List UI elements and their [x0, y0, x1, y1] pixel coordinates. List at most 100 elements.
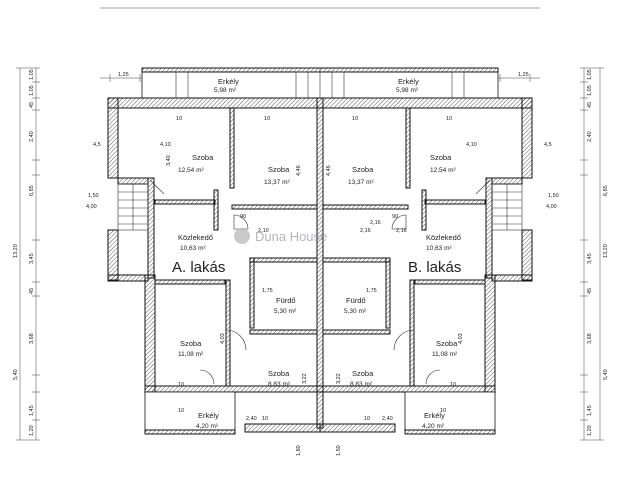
rooms-a: Erkély 5,98 m² Szoba 12,54 m² Szoba 13,3… — [178, 77, 297, 430]
room-name: Szoba — [268, 165, 290, 174]
dim-label: 3,45 — [587, 253, 593, 264]
dim-label: 45 — [587, 102, 593, 108]
dimension-chain-top: 1,25 1,25 4,5 4,5 4,10 4,10 1,50 4,00 1,… — [86, 7, 559, 210]
room-area: 4,20 m² — [196, 423, 219, 430]
dim-label: 90 — [240, 214, 246, 220]
room-name: Szoba — [436, 339, 458, 348]
dim-label: 3,68 — [29, 333, 35, 344]
dim-label: 5,40 — [603, 369, 609, 380]
balcony-bottom — [144, 391, 496, 435]
room-area: 10,63 m² — [180, 245, 206, 252]
dim-label: 10 — [446, 116, 452, 122]
dim-label: 3,40 — [166, 155, 172, 166]
dim-label: 2,10 — [258, 228, 269, 234]
dim-label: 1,05 — [29, 85, 35, 96]
dim-label: 1,25 — [118, 72, 129, 78]
dim-label: 1,45 — [29, 405, 35, 416]
dim-label: 45 — [29, 102, 35, 108]
dim-label: 4,00 — [546, 204, 557, 210]
room-name: Szoba — [180, 339, 202, 348]
dim-label: 1,50 — [336, 445, 342, 456]
room-name: Erkély — [218, 77, 239, 86]
room-name: Erkély — [424, 411, 445, 420]
watermark-text: Duna House — [255, 229, 327, 244]
room-name: Közlekedő — [426, 233, 461, 242]
room-name: Szoba — [352, 369, 374, 378]
room-area: 4,20 m² — [422, 423, 445, 430]
room-name: Erkély — [198, 411, 219, 420]
dim-label: 1,45 — [587, 405, 593, 416]
dim-label: 1,50 — [88, 193, 99, 199]
room-area: 8,83 m² — [268, 381, 291, 388]
dim-label: 4,03 — [458, 333, 464, 344]
watermark: Duna House — [234, 228, 327, 244]
staircase-a — [117, 183, 149, 231]
rooms-b: Erkély 5,98 m² Szoba 12,54 m² Szoba 13,3… — [344, 77, 461, 430]
unit-a-label: A. lakás — [172, 259, 225, 276]
dim-label: 4,03 — [220, 333, 226, 344]
dimension-chain-right: 13,20 1,05 1,05 45 2,40 6,85 3,45 45 3,6… — [580, 67, 609, 441]
dim-label: 10 — [450, 382, 456, 388]
room-name: Közlekedő — [178, 233, 213, 242]
dim-label: 1,80 — [296, 445, 302, 456]
room-area: 13,37 m² — [348, 179, 374, 186]
room-area: 8,83 m² — [350, 381, 373, 388]
room-name: Szoba — [268, 369, 290, 378]
dim-label: 10 — [352, 116, 358, 122]
dim-label: 45 — [587, 288, 593, 294]
dim-label: 2,40 — [246, 416, 257, 422]
dimension-chain-left: 13,20 1,05 1,05 45 2,40 6,85 3,45 45 3,6… — [13, 67, 40, 441]
room-area: 10,63 m² — [426, 245, 452, 252]
dim-label: 10 — [178, 382, 184, 388]
dim-label: 1,05 — [587, 85, 593, 96]
room-name: Fürdő — [346, 296, 366, 305]
dim-label: 2,40 — [29, 131, 35, 142]
dim-label: 3,22 — [302, 373, 308, 384]
dim-label: 2,40 — [382, 416, 393, 422]
dim-total-right: 13,20 — [603, 244, 609, 258]
dim-label: 1,75 — [262, 288, 273, 294]
room-area: 5,30 m² — [344, 308, 367, 315]
dim-label: 10 — [176, 116, 182, 122]
outer-walls — [107, 97, 533, 429]
dim-label: 1,25 — [518, 72, 529, 78]
room-area: 5,30 m² — [274, 308, 297, 315]
room-area: 12,54 m² — [178, 167, 204, 174]
dim-label: 1,20 — [587, 425, 593, 436]
dim-label: 90 — [392, 214, 398, 220]
interior-walls — [154, 107, 486, 387]
dim-label: 2,16 — [396, 228, 407, 234]
dim-label: 1,05 — [587, 69, 593, 80]
unit-b-label: B. lakás — [408, 259, 461, 276]
room-area: 5,98 m² — [214, 87, 237, 94]
dim-label: 4,5 — [544, 142, 552, 148]
dim-label: 10 — [262, 416, 268, 422]
room-name: Szoba — [430, 153, 452, 162]
dim-total-left: 13,20 — [13, 244, 19, 258]
misc-dimensions: 10 10 10 10 10 10 2,16 2,16 1,75 1,75 3,… — [166, 116, 464, 456]
room-area: 12,54 m² — [430, 167, 456, 174]
room-name: Erkély — [398, 77, 419, 86]
dim-label: 10 — [440, 408, 446, 414]
dim-label: 10 — [178, 408, 184, 414]
room-name: Fürdő — [276, 296, 296, 305]
dim-label: 4,10 — [466, 142, 477, 148]
room-area: 11,08 m² — [432, 351, 458, 358]
room-name: Szoba — [352, 165, 374, 174]
balcony-top — [141, 67, 499, 99]
dim-label: 1,75 — [366, 288, 377, 294]
dim-label: 1,50 — [548, 193, 559, 199]
dim-label: 4,46 — [296, 165, 302, 176]
dim-label: 2,16 — [370, 220, 381, 226]
staircase-b — [491, 183, 523, 231]
dim-label: 3,68 — [587, 333, 593, 344]
room-area: 13,37 m² — [264, 179, 290, 186]
dim-label: 3,45 — [29, 253, 35, 264]
room-area: 11,08 m² — [178, 351, 204, 358]
dim-label: 5,40 — [13, 369, 19, 380]
dim-label: 2,16 — [360, 228, 371, 234]
dim-label: 4,46 — [326, 165, 332, 176]
dim-label: 1,20 — [29, 425, 35, 436]
dim-label: 6,85 — [29, 185, 35, 196]
